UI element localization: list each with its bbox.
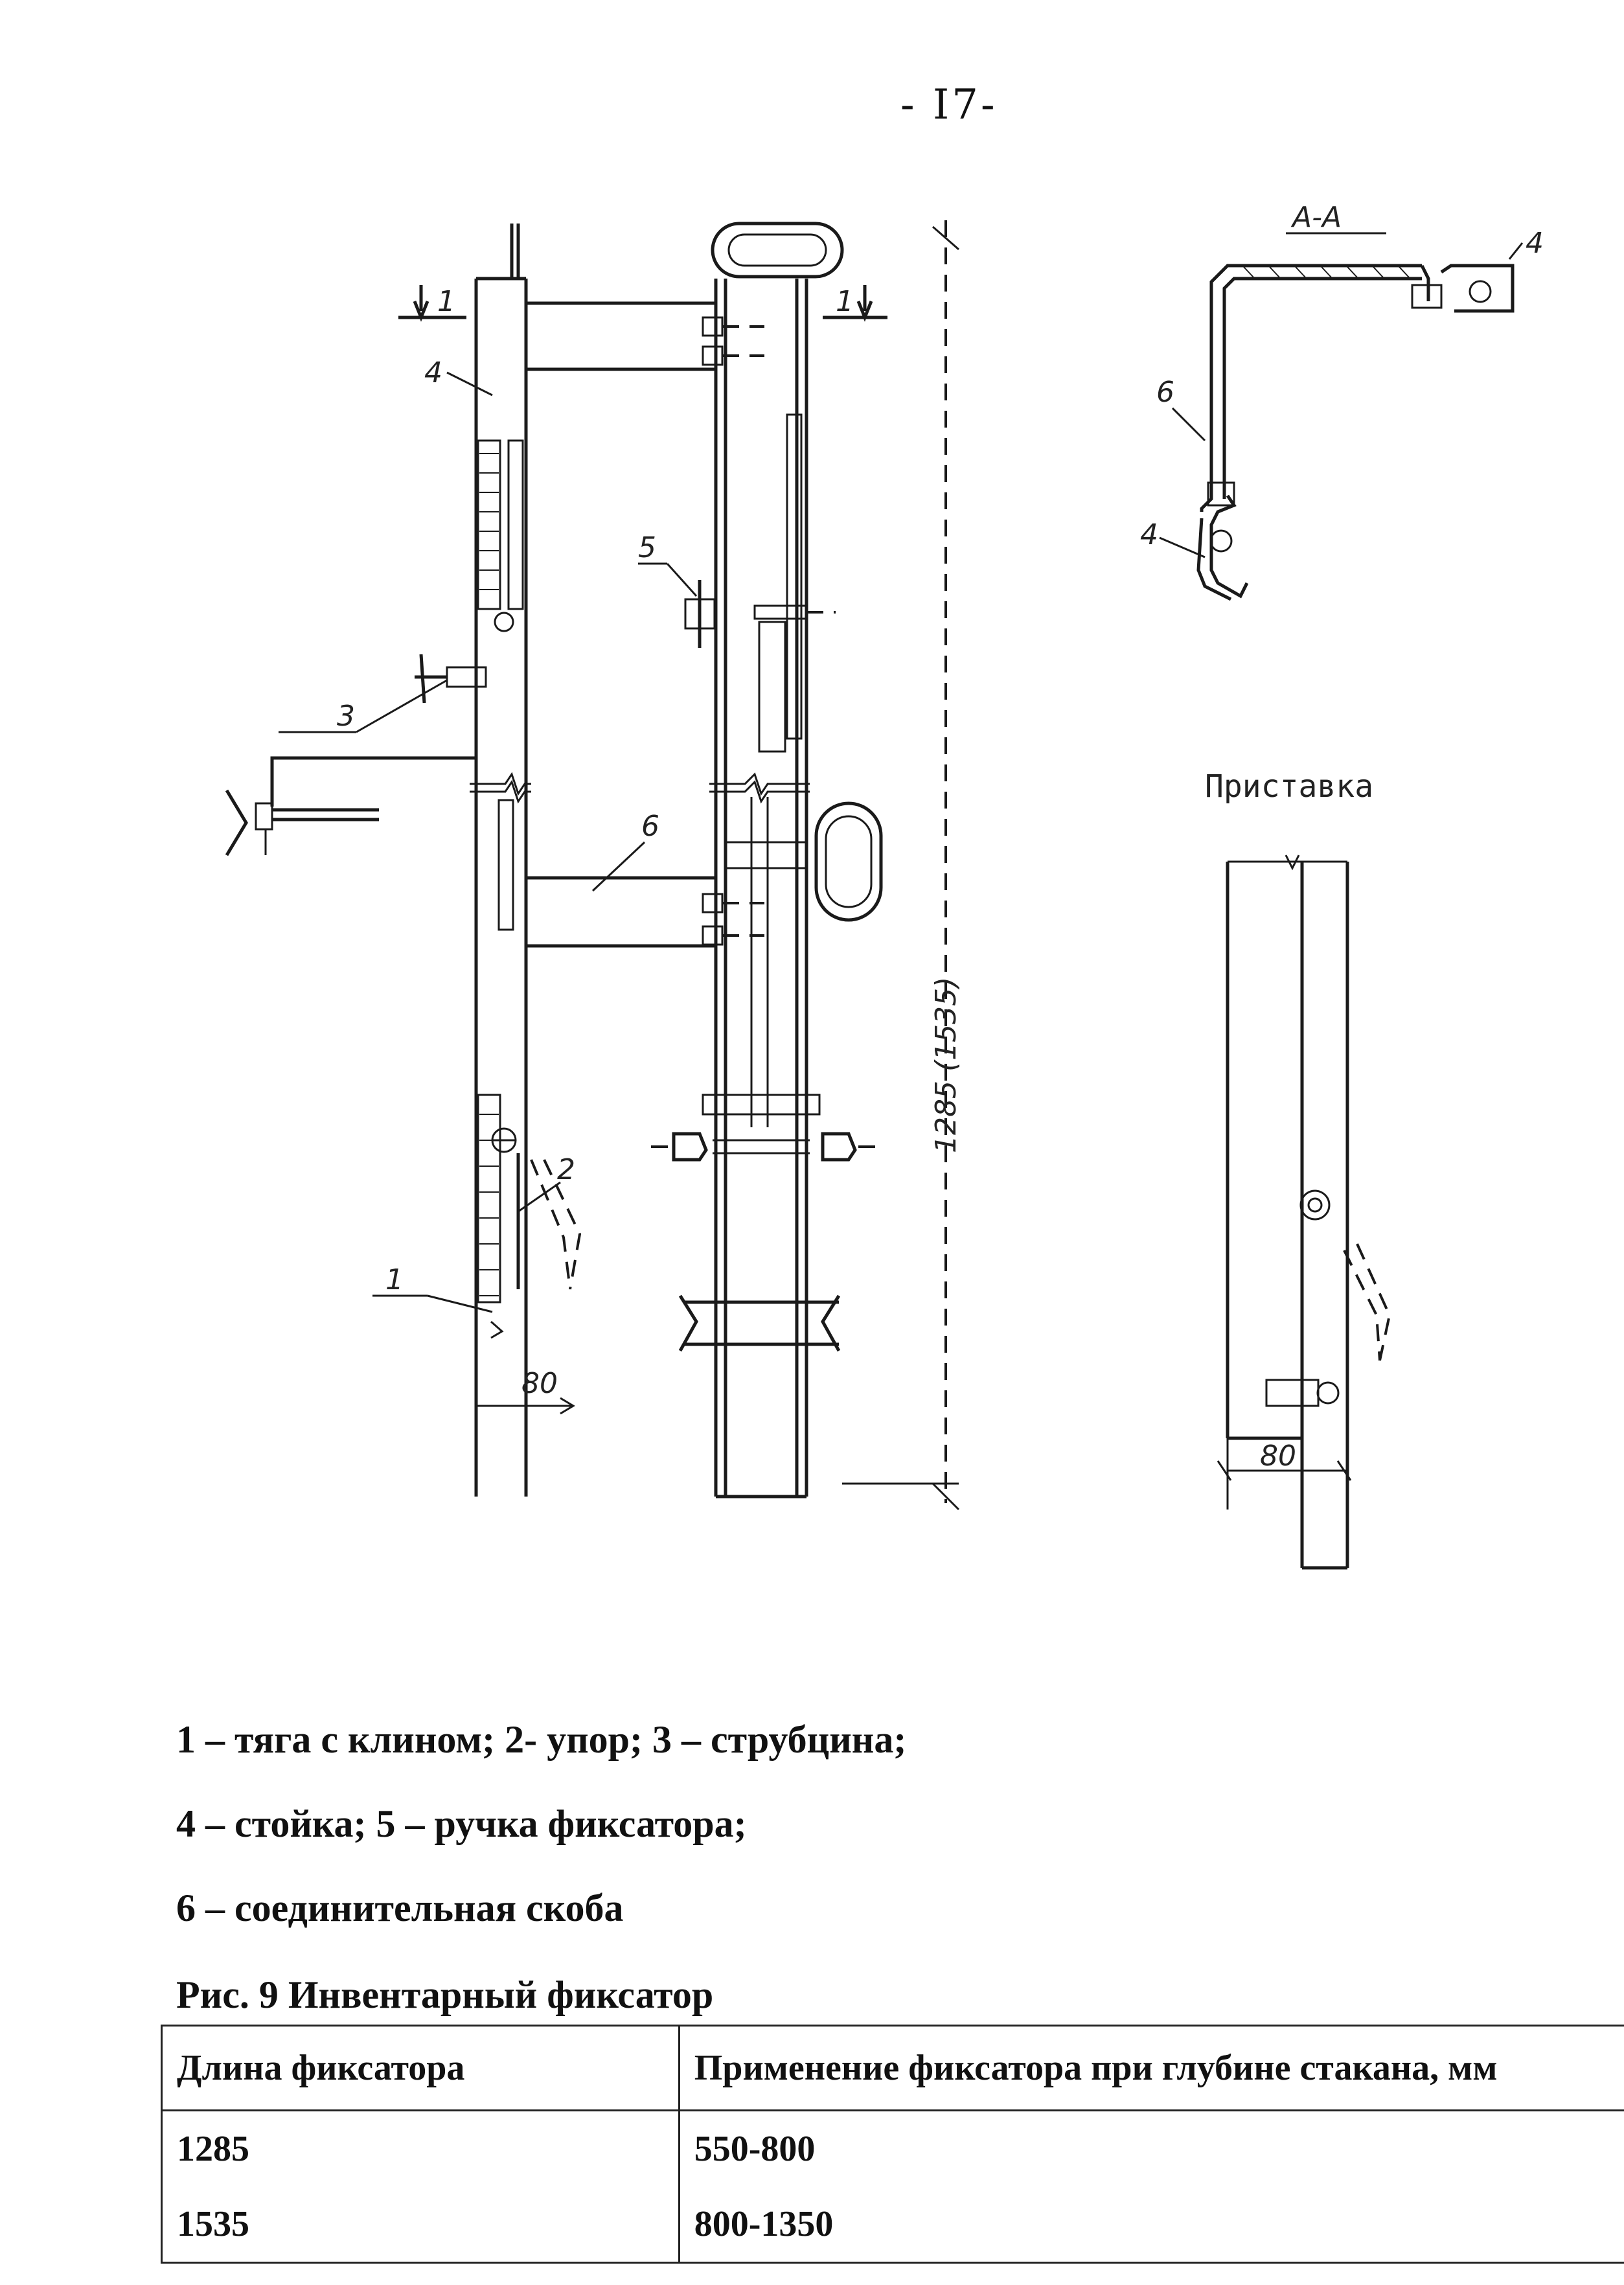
section-callout-4-bottom: 4 xyxy=(1140,518,1158,551)
table-header-length: Длина фиксатора xyxy=(161,2025,680,2111)
left-post xyxy=(470,224,582,1497)
dimension-height: 1285 (1535) xyxy=(842,220,963,1511)
legend-line-1: 1 – тяга с клином; 2- упор; 3 – струбцин… xyxy=(176,1718,907,1761)
attachment: Приставка 80 xyxy=(1205,768,1391,1570)
section-title: А-А xyxy=(1290,201,1342,234)
callout-4: 4 xyxy=(424,356,442,389)
table-cell-depth: 550-800 xyxy=(694,2129,816,2169)
dimension-height-label: 1285 (1535) xyxy=(930,977,963,1153)
figure-caption: Рис. 9 Инвентарный фиксатор xyxy=(176,1973,714,2016)
page-number: - I7- xyxy=(900,81,998,129)
callout-3: 3 xyxy=(337,700,355,733)
callout-2: 2 xyxy=(557,1153,575,1186)
callouts: 4 5 3 6 2 1 xyxy=(279,356,698,1313)
section-callout-6: 6 xyxy=(1156,376,1174,409)
callout-6: 6 xyxy=(641,810,659,843)
clamp xyxy=(225,654,487,856)
table-cell-length: 1535 xyxy=(161,2187,680,2264)
attachment-title: Приставка xyxy=(1205,768,1373,805)
right-post xyxy=(651,222,883,1498)
spec-table: Длина фиксатора Применение фиксатора при… xyxy=(161,2025,1624,2264)
cut-right-label: 1 xyxy=(836,285,854,318)
dimension-80-right-label: 80 xyxy=(1260,1440,1296,1473)
table-cell-depth: 800-1350 xyxy=(679,2187,1624,2264)
dimension-80-left-label: 80 xyxy=(521,1367,558,1400)
technical-drawing: 1285 (1535) 80 1 1 4 5 3 6 2 1 А-А xyxy=(225,201,1544,1570)
section-cut-markers: 1 1 xyxy=(398,285,887,322)
table-cell-length: 1285 xyxy=(161,2110,680,2187)
dimension-80-left: 80 xyxy=(476,1367,575,1415)
table-row: 1285 550-800 xyxy=(161,2110,1624,2187)
cut-left-label: 1 xyxy=(437,285,455,318)
section-callout-4-top: 4 xyxy=(1526,227,1544,260)
legend-line-2: 4 – стойка; 5 – ручка фиксатора; xyxy=(176,1802,747,1845)
section-a-a: А-А 4 6 4 xyxy=(1140,201,1544,601)
table-header-depth: Применение фиксатора при глубине стакана… xyxy=(679,2025,1624,2111)
connecting-brackets xyxy=(526,301,716,948)
table-row: 1535 800-1350 xyxy=(161,2187,1624,2264)
callout-1: 1 xyxy=(385,1263,404,1296)
legend-line-3: 6 – соединительная скоба xyxy=(176,1887,624,1929)
callout-5: 5 xyxy=(638,531,656,564)
table-header-row: Длина фиксатора Применение фиксатора при… xyxy=(161,2025,1624,2111)
